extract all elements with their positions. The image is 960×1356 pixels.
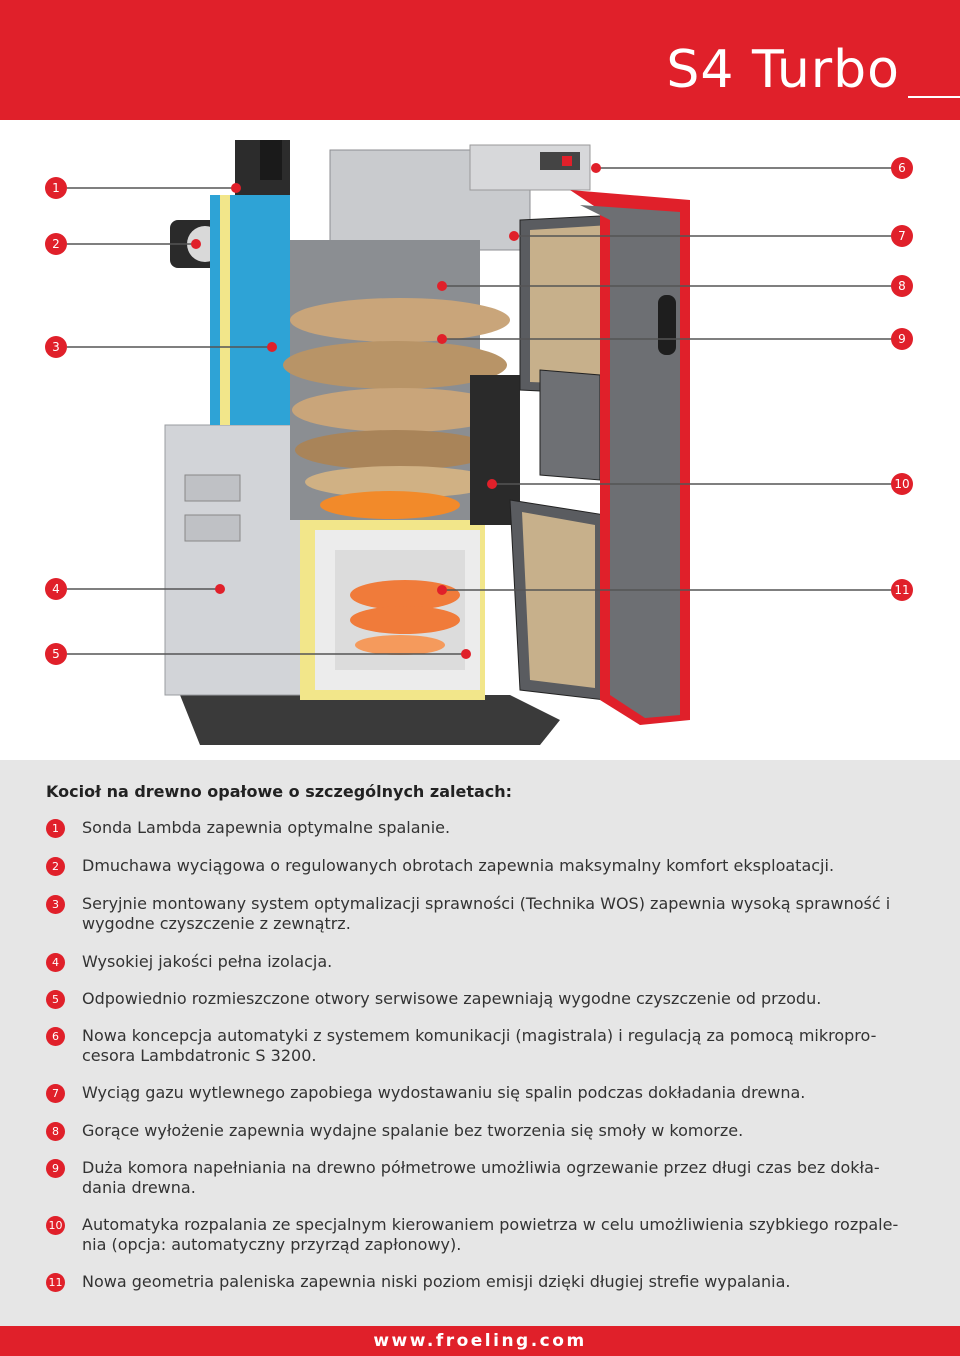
feature-number: 3: [46, 895, 65, 914]
marker-10: 10: [891, 473, 913, 495]
callout-leader-lines: [67, 167, 892, 655]
feature-text: Nowa geometria paleniska zapewnia niski …: [82, 1272, 791, 1291]
marker-3: 3: [45, 336, 67, 358]
features-panel: [0, 760, 960, 1326]
feature-text: Seryjnie montowany system optymalizacji …: [82, 894, 891, 933]
marker-1: 1: [45, 177, 67, 199]
feature-text: Gorące wyłożenie zapewnia wydajne spalan…: [82, 1121, 744, 1140]
boiler-cutaway-image: [67, 140, 892, 745]
boiler-illustration: 1 2 3 4 5 6 7 8 9 10 11: [0, 120, 960, 760]
feature-text: Duża komora napełniania na drewno półmet…: [82, 1158, 880, 1197]
feature-number: 4: [46, 953, 65, 972]
feature-text: Wysokiej jakości pełna izolacja.: [82, 952, 333, 971]
feature-number: 6: [46, 1027, 65, 1046]
header-bar: S4 Turbo: [0, 0, 960, 120]
website-link[interactable]: www.froeling.com: [373, 1331, 587, 1351]
feature-number: 7: [46, 1084, 65, 1103]
feature-number: 2: [46, 857, 65, 876]
feature-text: Automatyka rozpalania ze specjalnym kier…: [82, 1215, 899, 1254]
marker-7: 7: [891, 225, 913, 247]
feature-number: 8: [46, 1122, 65, 1141]
feature-text: Sonda Lambda zapewnia optymalne spalanie…: [82, 818, 451, 837]
feature-text: Wyciąg gazu wytlewnego zapobiega wydosta…: [82, 1083, 806, 1102]
feature-number: 11: [46, 1273, 65, 1292]
feature-number: 5: [46, 990, 65, 1009]
feature-number: 10: [46, 1216, 65, 1235]
feature-number: 1: [46, 819, 65, 838]
marker-8: 8: [891, 275, 913, 297]
marker-11: 11: [891, 579, 913, 601]
feature-text: Dmuchawa wyciągowa o regulowanych obrota…: [82, 856, 835, 875]
feature-text: Odpowiednio rozmieszczone otwory serwiso…: [82, 989, 822, 1008]
feature-number: 9: [46, 1159, 65, 1178]
footer-bar: www.froeling.com: [0, 1326, 960, 1356]
marker-9: 9: [891, 328, 913, 350]
title-underline: [908, 96, 960, 98]
features-intro: Kocioł na drewno opałowe o szczególnych …: [46, 782, 513, 801]
marker-5: 5: [45, 643, 67, 665]
feature-text: Nowa koncepcja automatyki z systemem kom…: [82, 1026, 877, 1065]
marker-4: 4: [45, 578, 67, 600]
marker-2: 2: [45, 233, 67, 255]
marker-6: 6: [891, 157, 913, 179]
page-title: S4 Turbo: [666, 40, 900, 100]
